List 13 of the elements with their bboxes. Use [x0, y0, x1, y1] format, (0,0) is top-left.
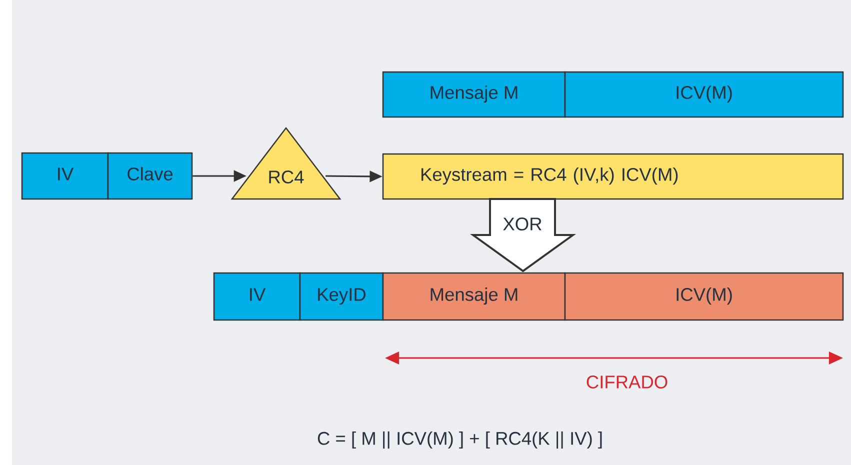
field-cell: ICV(M) — [564, 272, 844, 321]
formula-text: C = [ M || ICV(M) ] + [ RC4(K || IV) ] — [318, 431, 602, 449]
field-cell: Mensaje M — [382, 71, 566, 118]
field-cell: Mensaje M — [382, 272, 566, 321]
span-label: CIFRADO — [586, 376, 668, 388]
edge-label: XOR — [503, 218, 542, 230]
field-cell: IV — [21, 152, 109, 200]
field-cell: IV — [213, 272, 301, 321]
field-cell: ICV(M) — [564, 71, 844, 118]
field-cell: KeyID — [299, 272, 384, 321]
block-arrow — [470, 198, 576, 272]
keystream-bar: Keystream = RC4 (IV,k) ICV(M) — [382, 153, 844, 200]
field-cell: Clave — [107, 152, 193, 200]
